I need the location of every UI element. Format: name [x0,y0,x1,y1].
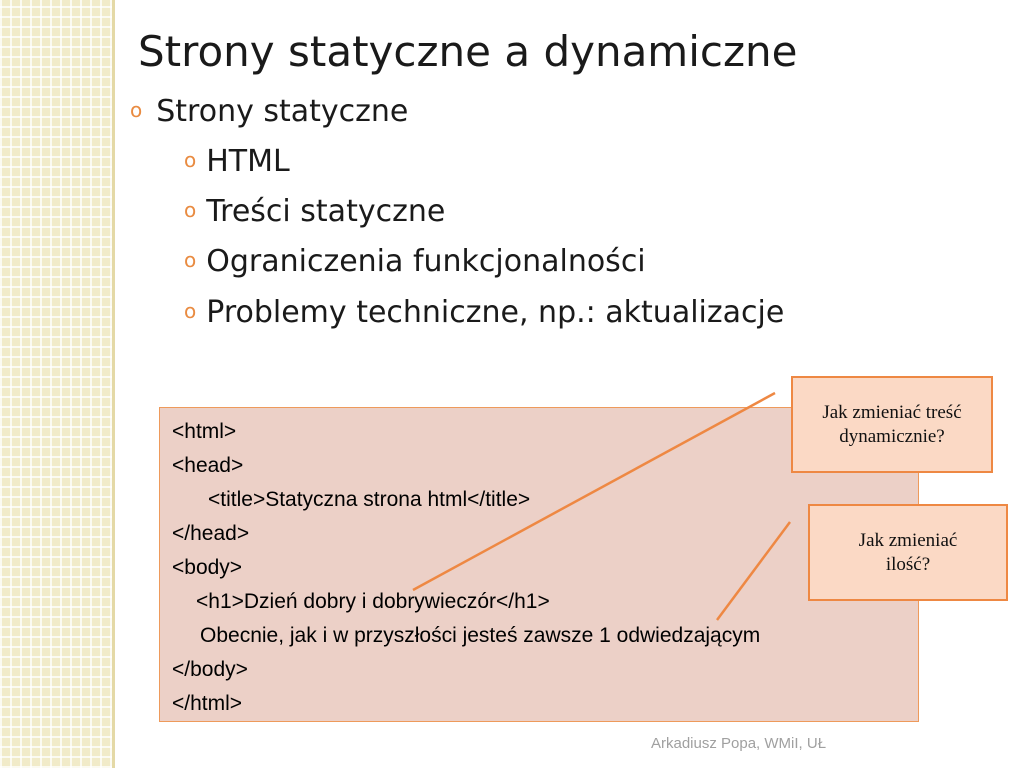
bullet-text: Strony statyczne [156,94,409,129]
bullet-text: Ograniczenia funkcjonalności [206,244,646,279]
side-strip-border [112,0,115,768]
bullet-marker-icon: o [184,248,197,272]
callout-dynamic-content: Jak zmieniać treść dynamicznie? [791,376,993,473]
code-line: </html> [172,692,243,715]
bullet-item-tresci-statyczne: o Treści statyczne [184,190,445,232]
code-line: </body> [172,658,248,681]
bullet-marker-icon: o [184,198,197,222]
bullet-item-strony-statyczne: o Strony statyczne [130,90,408,132]
bullet-marker-icon: o [184,299,197,323]
callout-text: Jak zmieniać treść dynamicznie? [822,401,962,447]
callout-text: Jak zmieniać ilość? [858,529,958,575]
bullet-text: HTML [206,144,290,179]
slide-title: Strony statyczne a dynamiczne [138,27,798,76]
code-line: <title>Statyczna strona html</title> [208,488,531,511]
callout-visitor-count: Jak zmieniać ilość? [808,504,1008,601]
code-line: Obecnie, jak i w przyszłości jesteś zaws… [200,624,761,647]
bullet-marker-icon: o [184,148,197,172]
code-line: </head> [172,522,250,545]
bullet-item-problemy: o Problemy techniczne, np.: aktualizacje [184,291,784,333]
bullet-text: Problemy techniczne, np.: aktualizacje [206,295,785,330]
bullet-text: Treści statyczne [206,194,446,229]
code-line: <body> [172,556,243,579]
code-line: <html> [172,420,237,443]
footer-author: Arkadiusz Popa, WMiI, UŁ [651,735,827,752]
decorative-side-strip [0,0,112,768]
code-line: <head> [172,454,244,477]
bullet-item-ograniczenia: o Ograniczenia funkcjonalności [184,240,646,282]
bullet-marker-icon: o [130,98,143,122]
bullet-item-html: o HTML [184,140,290,182]
code-line: <h1>Dzień dobry i dobrywieczór</h1> [196,590,550,613]
